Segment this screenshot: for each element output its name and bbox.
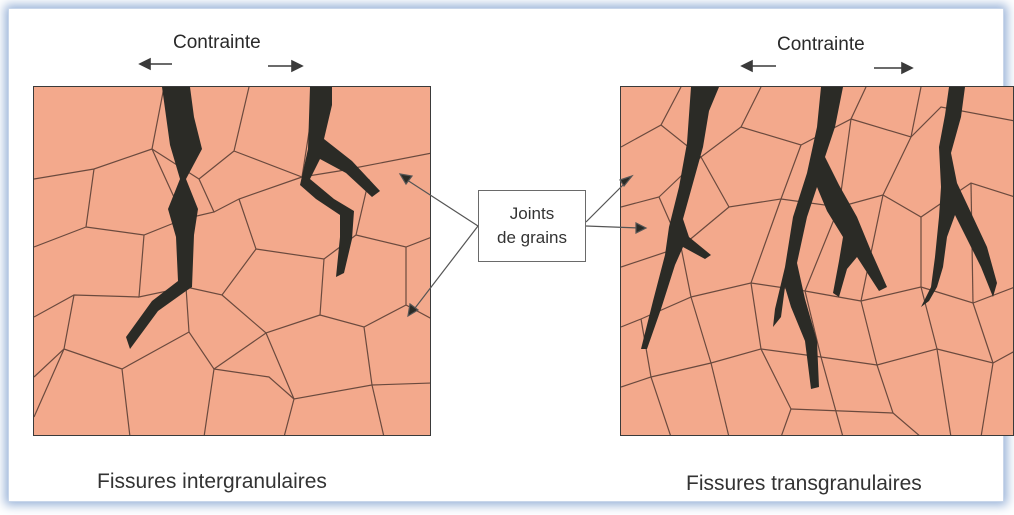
callout-line2: de grains <box>497 226 567 250</box>
intergranular-caption: Fissures intergranulaires <box>97 470 327 494</box>
right-stress-arrowhead-right <box>902 63 912 73</box>
transgranular-caption: Fissures transgranulaires <box>686 472 922 496</box>
pointer-left-upper <box>404 178 478 226</box>
left-stress-arrowhead-left <box>140 59 150 69</box>
callout-line1: Joints <box>510 202 554 226</box>
pointer-right-upper <box>586 180 628 222</box>
pointer-right-lower <box>586 226 640 228</box>
right-stress-arrowhead-left <box>742 61 752 71</box>
grain-boundaries-callout: Joints de grains <box>478 190 586 262</box>
left-stress-arrowhead-right <box>292 61 302 71</box>
pointer-left-lower <box>412 226 478 312</box>
